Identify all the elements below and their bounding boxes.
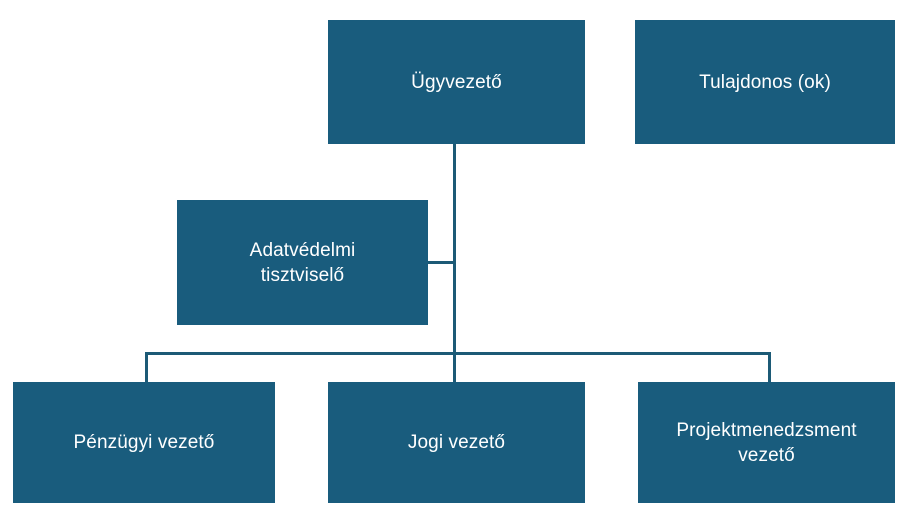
org-node-owners[interactable]: Tulajdonos (ok) [635,20,895,144]
org-node-finance-manager[interactable]: Pénzügyi vezető [13,382,275,503]
org-node-label: Pénzügyi vezető [73,432,215,453]
org-node-label: Projektmenedzsment vezető [676,419,857,466]
connector-trunk-vertical [453,144,456,354]
org-node-managing-director[interactable]: Ügyvezető [328,20,585,144]
org-node-label: Ügyvezető [411,71,502,93]
org-node-legal-manager[interactable]: Jogi vezető [328,382,585,503]
connector-drop-project-management [768,352,771,383]
org-node-label: Adatvédelmi tisztviselő [249,239,356,286]
org-node-label: Jogi vezető [407,432,506,453]
org-node-label: Tulajdonos (ok) [699,71,831,93]
connector-drop-finance [145,352,148,383]
connector-horizontal-bus [145,352,771,355]
connector-drop-legal [453,352,456,383]
org-node-project-management-lead[interactable]: Projektmenedzsment vezető [638,382,895,503]
connector-data-protection-officer-stub [428,261,455,264]
org-node-data-protection-officer[interactable]: Adatvédelmi tisztviselő [177,200,428,325]
